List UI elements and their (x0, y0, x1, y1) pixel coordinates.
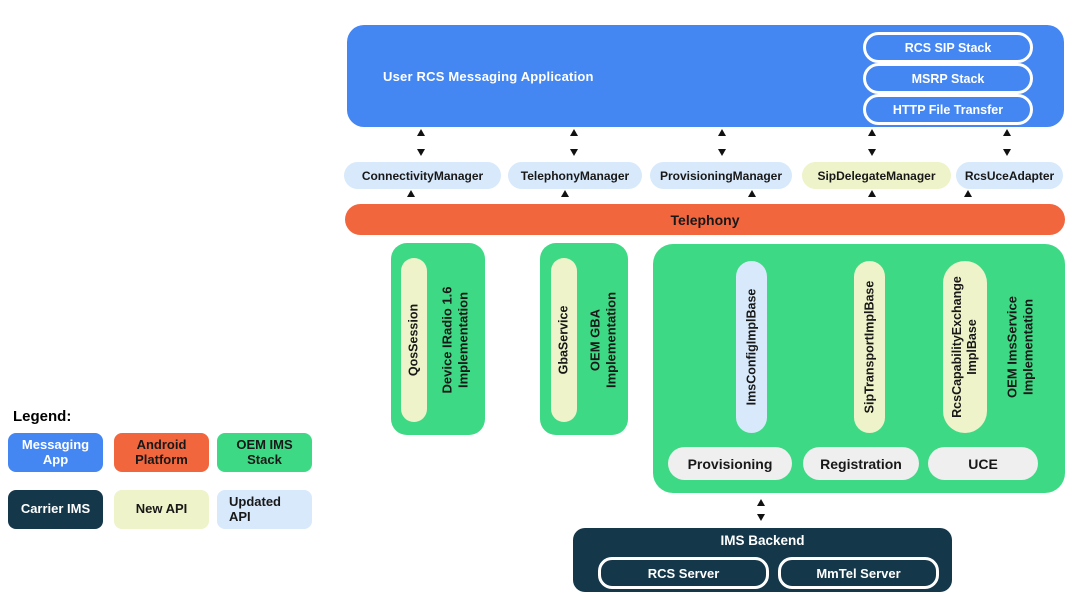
uce-pill: UCE (928, 447, 1038, 480)
rcs-capability-exchange-label: RcsCapabilityExchange ImplBase (950, 276, 979, 418)
qos-session-label: QosSession (406, 303, 421, 377)
legend-title: Legend: (13, 408, 72, 425)
device-iradio-implementation-box: QosSession Device IRadio 1.6 Implementat… (391, 243, 485, 435)
telephony-bar: Telephony (345, 204, 1065, 235)
user-rcs-messaging-application-box: User RCS Messaging Application RCS SIP S… (347, 25, 1064, 127)
provisioning-pill: Provisioning (668, 447, 792, 480)
arrow-up-icon (1003, 129, 1011, 136)
arrow-up-icon (757, 499, 765, 506)
arrow-up-icon (561, 190, 569, 197)
arrow-up-icon (570, 129, 578, 136)
sip-transport-impl-base-pill: SipTransportImplBase (854, 261, 885, 433)
mmtel-server-pill: MmTel Server (778, 557, 939, 589)
arrow-down-icon (757, 514, 765, 521)
arrow-up-icon (417, 129, 425, 136)
arrow-down-icon (1003, 149, 1011, 156)
oem-ims-service-box: ImsConfigImplBase SipTransportImplBase R… (653, 244, 1065, 493)
device-iradio-impl-label: Device IRadio 1.6 Implementation (439, 286, 470, 394)
telephony-manager-pill: TelephonyManager (508, 162, 642, 189)
msrp-stack-pill: MSRP Stack (863, 63, 1033, 94)
arrow-down-icon (868, 149, 876, 156)
arrow-up-icon (868, 129, 876, 136)
connectivity-manager-pill: ConnectivityManager (344, 162, 501, 189)
ims-config-impl-base-label: ImsConfigImplBase (744, 288, 758, 406)
arrow-down-icon (417, 149, 425, 156)
sip-transport-impl-base-label: SipTransportImplBase (862, 280, 876, 414)
arrow-up-icon (868, 190, 876, 197)
legend-android-platform: Android Platform (114, 433, 209, 472)
rcs-uce-adapter-pill: RcsUceAdapter (956, 162, 1063, 189)
oem-ims-service-impl-label: OEM ImsService Implementation (1004, 296, 1035, 398)
qos-session-pill: QosSession (401, 258, 427, 422)
arrow-up-icon (748, 190, 756, 197)
gba-service-label: GbaService (556, 305, 571, 375)
arrow-down-icon (570, 149, 578, 156)
rcs-capability-exchange-pill: RcsCapabilityExchange ImplBase (943, 261, 987, 433)
ims-backend-title: IMS Backend (720, 533, 805, 548)
provisioning-manager-pill: ProvisioningManager (650, 162, 792, 189)
legend-carrier-ims: Carrier IMS (8, 490, 103, 529)
ims-backend-box: IMS Backend RCS Server MmTel Server (573, 528, 952, 592)
rcs-sip-stack-pill: RCS SIP Stack (863, 32, 1033, 63)
legend-messaging-app: Messaging App (8, 433, 103, 472)
oem-gba-implementation-box: GbaService OEM GBA Implementation (540, 243, 628, 435)
arrow-up-icon (964, 190, 972, 197)
arrow-up-icon (718, 129, 726, 136)
ims-config-impl-base-pill: ImsConfigImplBase (736, 261, 767, 433)
sip-delegate-manager-pill: SipDelegateManager (802, 162, 951, 189)
gba-service-pill: GbaService (551, 258, 577, 422)
oem-gba-impl-label: OEM GBA Implementation (587, 291, 618, 389)
arrow-down-icon (718, 149, 726, 156)
legend-new-api: New API (114, 490, 209, 529)
rcs-server-pill: RCS Server (598, 557, 769, 589)
arrow-up-icon (407, 190, 415, 197)
app-box-title: User RCS Messaging Application (383, 68, 594, 84)
http-file-transfer-pill: HTTP File Transfer (863, 94, 1033, 125)
legend-oem-ims-stack: OEM IMS Stack (217, 433, 312, 472)
registration-pill: Registration (803, 447, 919, 480)
legend-updated-api: Updated API (217, 490, 312, 529)
